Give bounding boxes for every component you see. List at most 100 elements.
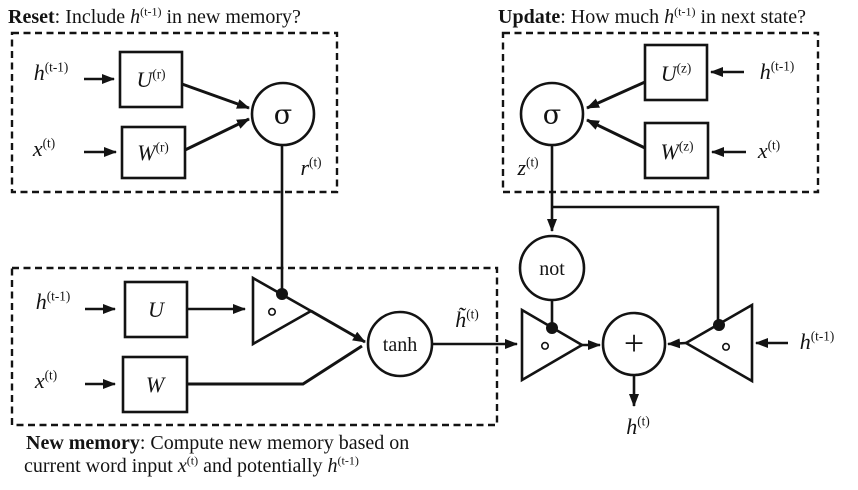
caption2-var2: h [327,455,338,477]
reset-w-box [120,125,187,180]
newmem-input-h-var: h [35,289,47,314]
update-u-to-sigma-arrow [586,80,646,110]
update-gate-junction-dot [713,319,725,331]
caption2-pre: current word input [24,455,178,477]
newmem-input-x-sup: (t) [44,367,58,383]
newmem-w-box-label: W [146,374,164,396]
reset-section-title: Reset: Include h(t-1) in new memory? [8,4,301,28]
update-input-x-var: x [757,138,768,163]
reset-input-x-sup: (t) [42,135,56,151]
update-section-title: Update: How much h(t-1) in next state? [498,4,806,28]
reset-u-to-sigma-arrow [181,82,250,110]
reset-w-var: W [137,140,156,165]
newmem-input-h-sup: (t-1) [46,288,71,304]
reset-title-tail: in new memory? [161,6,301,28]
not-node-label: not [539,258,565,280]
next-state-label: h(t) [626,413,650,439]
update-w-box [643,121,710,180]
candidate-state-var: h̃ [455,307,467,332]
update-input-x-label: x(t) [757,137,781,163]
update-input-x-sup: (t) [767,137,781,153]
tanh-node-label: tanh [382,334,418,356]
caption-bold: New memory [26,432,140,454]
update-u-box [643,43,709,102]
update-w-var: W [660,139,679,164]
reset-input-h-label: h(t-1) [33,59,69,85]
caption2-sup1: (t) [186,453,199,468]
newmem-input-x-label: x(t) [34,367,58,393]
output-input-h-label: h(t-1) [799,328,835,354]
hadamard-operator-icon: ∘ [263,297,281,327]
update-title-sep: : How much [560,6,665,28]
candidate-state-sup: (t) [466,306,479,322]
update-w-box-label: W(z) [660,138,694,164]
gate-to-plus-right-arrow [667,338,687,349]
newmem-u-box-label: U [148,299,164,321]
gate-to-tanh-arrow [310,309,366,344]
reset-title-bold: Reset [8,6,55,28]
output-input-h-var: h [799,329,811,354]
new-memory-dashed-box [10,266,499,427]
newmem-input-h-label: h(t-1) [35,288,71,314]
next-state-var: h [626,414,638,439]
update-dashed-box [501,31,820,194]
next-state-sup: (t) [637,413,650,429]
reset-sigma-label: σ [273,99,293,131]
newmem-u-box [123,280,189,339]
newmem-w-to-tanh-line [187,344,363,386]
update-input-h-sup: (t-1) [770,58,795,74]
new-memory-caption-line2: current word input x(t) and potentially … [24,453,359,478]
update-sigma-label: σ [542,99,562,131]
update-title-bold: Update [498,6,561,28]
reset-input-h-var: h [33,60,45,85]
reset-w-box-label: W(r) [137,139,169,165]
reset-input-x-var: x [32,136,43,161]
hadamard-right-operator-icon: ∘ [717,332,735,362]
update-title-tail: in next state? [695,6,806,28]
reset-w-sup: (r) [155,139,169,155]
update-output-label: z(t) [517,154,539,180]
update-title-var: h [664,6,675,28]
reset-input-x-label: x(t) [32,135,56,161]
not-gate-junction-dot [546,322,558,334]
reset-u-sup: (r) [152,66,166,82]
new-memory-caption-line1: New memory: Compute new memory based on [26,432,409,455]
update-input-h-label: h(t-1) [759,58,795,84]
newmem-input-x-var: x [34,368,45,393]
update-u-var: U [660,61,677,86]
reset-title-sup: (t-1) [140,4,162,19]
reset-title-sep: : Include [54,6,131,28]
caption2-sup2: (t-1) [337,453,359,468]
caption2-mid: and potentially [198,455,328,477]
hadamard-left-operator-icon: ∘ [536,331,554,361]
update-w-sup: (z) [678,138,694,154]
reset-output-label: r(t) [300,154,322,180]
update-w-to-sigma-arrow [586,118,646,150]
reset-output-var: r [300,155,310,180]
reset-u-box [118,50,184,109]
reset-dashed-box [10,31,339,194]
reset-gate-junction-dot [276,288,288,300]
caption2-var1: x [177,455,187,477]
newmem-w-var: W [145,372,165,397]
reset-u-box-label: U(r) [136,66,166,92]
reset-input-h-sup: (t-1) [44,59,69,75]
newmem-w-box [121,355,189,414]
sum-node-label: + [623,323,645,363]
reset-output-sup: (t) [309,154,322,170]
update-gate-branch-line [552,205,720,325]
reset-u-var: U [136,67,153,92]
update-input-h-var: h [759,59,771,84]
update-output-var: z [517,155,527,180]
caption-rest: : Compute new memory based on [139,432,410,454]
reset-w-to-sigma-arrow [184,117,250,152]
output-input-h-sup: (t-1) [810,328,835,344]
candidate-state-label: h̃(t) [455,306,479,332]
reset-title-var: h [130,6,141,28]
update-title-sup: (t-1) [674,4,696,19]
update-u-sup: (z) [676,60,692,76]
update-output-sup: (t) [526,154,539,170]
update-u-box-label: U(z) [660,60,692,86]
